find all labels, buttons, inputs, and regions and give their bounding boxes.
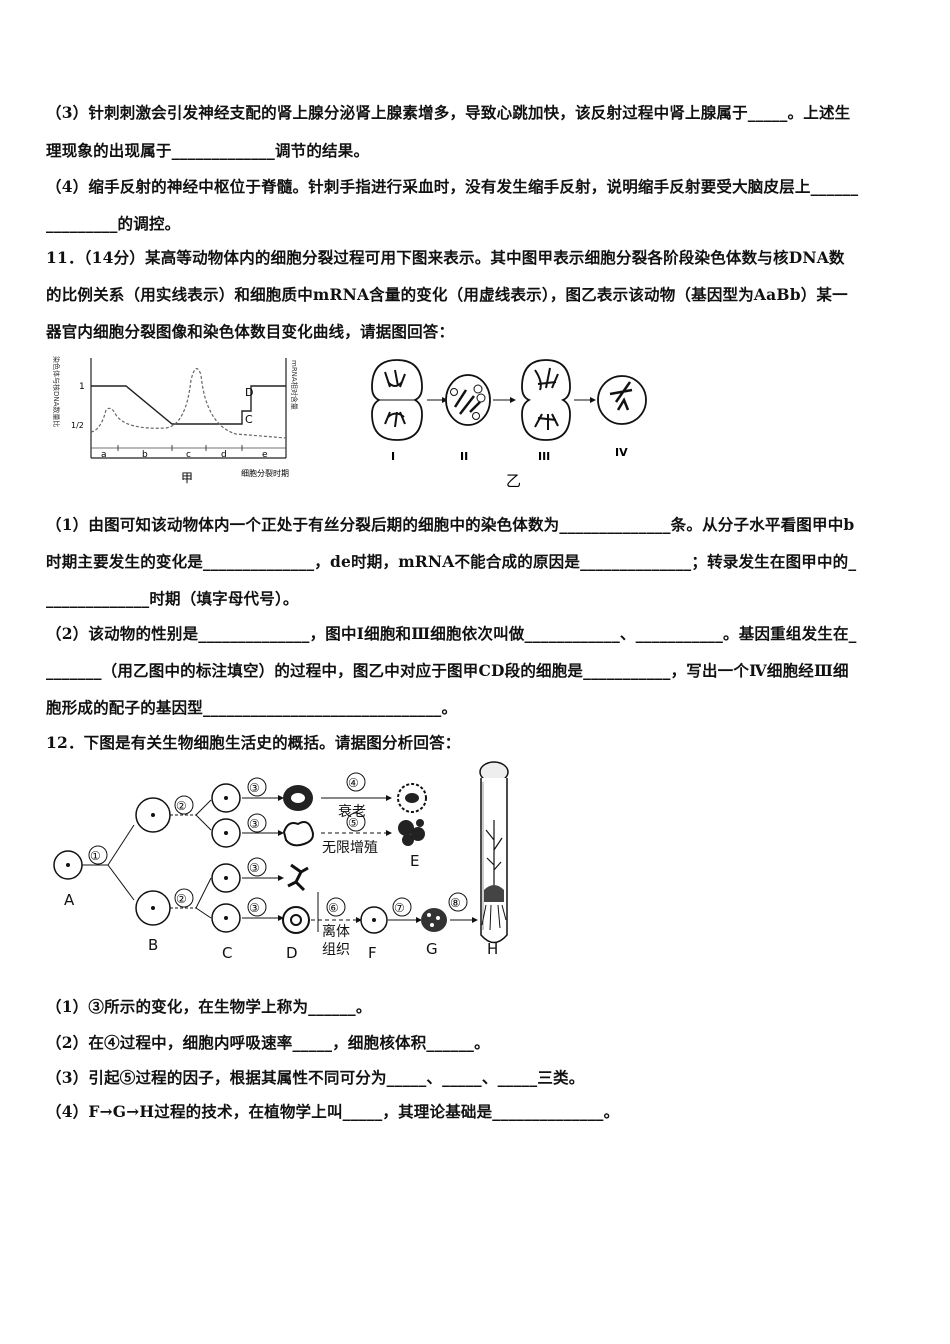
q12-2: （2）在④过程中，细胞内呼吸速率_____，细胞核体积______。 [46,1033,490,1052]
q12-4: （4）F→G→H过程的技术，在植物学上叫_____，其理论基础是________… [46,1102,620,1121]
step-2-upper: ② [176,799,187,813]
jia-mark-C: C [245,413,253,426]
cell-D [282,906,310,934]
step-5: ⑤ [348,816,359,830]
q11-intro-line3: 器官内细胞分裂图像和染色体数目变化曲线，请据图回答： [46,322,455,341]
text-unlimited: 无限增殖 [322,839,378,856]
jia-ylabel-right: mRNA相对含量 [290,360,299,410]
q12-1: （1）③所示的变化，在生物学上称为______。 [46,997,372,1016]
step-3-b: ③ [249,817,260,831]
q10-4-line1: （4）缩手反射的神经中枢位于脊髓。针刺手指进行采血时，没有发生缩手反射，说明缩手… [46,177,859,196]
q11-1-line2: 时期主要发生的变化是______________，de时期，mRNA不能合成的原… [46,552,857,571]
figure-jia-graph: 染色体与核DNA数量比 mRNA相对含量 1 1/2 D C a b c d e… [52,356,299,485]
jia-caption: 甲 [181,471,193,485]
figure-cell-life-history: A ① B ② ② C ③ ③ ③ ③ D [53,761,509,962]
q10-4-line2: _________的调控。 [46,214,181,233]
label-B: B [148,936,158,954]
step-3-c: ③ [249,861,260,875]
cell-II [445,374,491,426]
jia-ytick-half: 1/2 [71,421,84,430]
cell-E [398,819,425,846]
cell-G [421,908,447,932]
test-tube-H [479,761,509,944]
jia-x-a: a [101,450,107,460]
q11-1-line3: _____________时期（填字母代号）。 [46,589,299,608]
yi-caption: 乙 [506,472,521,490]
q11-intro-line2: 的比例关系（用实线表示）和细胞质中mRNA含量的变化（用虚线表示），图乙表示该动… [46,285,848,304]
cell-IV-label: IV [615,446,628,459]
label-C: C [222,944,232,962]
jia-x-d: d [221,450,227,460]
jia-x-b: b [142,450,148,460]
step-3-a: ③ [249,781,260,795]
text-tissue: 组织 [322,942,350,958]
step-6: ⑥ [328,901,339,915]
jia-xlabel: 细胞分裂时期 [241,468,289,478]
label-D: D [286,944,298,962]
q11-2-line3: 胞形成的配子的基因型______________________________… [46,698,458,717]
q11-1-line1: （1）由图可知该动物体内一个正处于有丝分裂后期的细胞中的染色体数为_______… [46,515,855,534]
cell-irregular [282,821,314,847]
step-7: ⑦ [394,901,405,915]
step-1: ① [90,849,101,863]
jia-ytick-1: 1 [79,382,85,392]
figure-yi-cells: I II III IV 乙 [371,359,647,490]
step-3-d: ③ [249,901,260,915]
label-H: H [487,940,498,958]
cell-III [521,359,571,441]
cell-III-label: III [538,450,550,463]
q11-2-line2: _______（用乙图中的标注填空）的过程中，图乙中对应于图甲CD段的细胞是__… [46,661,849,680]
cell-neuron [287,863,309,892]
cell-II-label: II [460,450,468,463]
label-G: G [426,940,438,958]
jia-ylabel-left: 染色体与核DNA数量比 [52,356,61,427]
label-E: E [410,852,419,870]
jia-x-e: e [262,450,268,460]
cell-IV [597,375,647,425]
text-aging: 衰老 [338,803,366,820]
jia-x-c: c [186,450,191,460]
text-isolated: 离体 [322,923,350,940]
jia-mrna-dashed-line [90,368,287,439]
q11-intro-line1: 11．（14分）某高等动物体内的细胞分裂过程可用下图来表示。其中图甲表示细胞分裂… [46,248,845,267]
label-A: A [64,891,75,909]
q10-3-line2: 理现象的出现属于_____________调节的结果。 [46,141,370,160]
q12-3: （3）引起⑤过程的因子，根据其属性不同可分为_____、_____、_____三… [46,1068,585,1087]
q12-intro: 12．下图是有关生物细胞生活史的概括。请据图分析回答： [46,733,461,752]
cell-I-label: I [391,450,395,463]
q10-3-line1: （3）针刺刺激会引发神经支配的肾上腺分泌肾上腺素增多，导致心跳加快，该反射过程中… [46,103,851,122]
jia-mark-D: D [245,386,253,399]
step-8: ⑧ [450,896,461,910]
cell-I [371,359,423,441]
step-2-lower: ② [176,892,187,906]
step-4: ④ [348,776,359,790]
jia-ratio-solid-line [91,385,286,425]
label-F: F [368,944,377,962]
q11-2-line1: （2）该动物的性别是______________，图中Ⅰ细胞和Ⅲ细胞依次叫做__… [46,624,857,643]
